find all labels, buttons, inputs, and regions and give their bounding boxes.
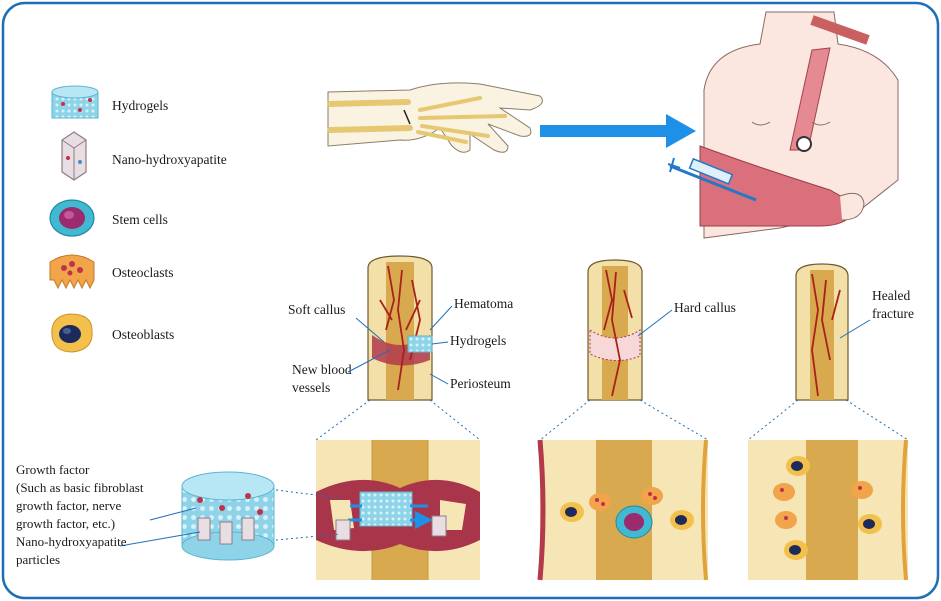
hydrogel-implant bbox=[407, 335, 433, 353]
legend-nano-hydroxyapatite-label: Nano-hydroxyapatite bbox=[112, 152, 227, 167]
hematoma-label: Hematoma bbox=[454, 296, 513, 311]
nano-hydroxyapatite-particles-label-line1: Nano-hydroxyapatite bbox=[16, 534, 127, 549]
zoom-panel-healed bbox=[748, 439, 908, 581]
syringe-icon bbox=[667, 157, 757, 202]
osteoclast bbox=[589, 487, 663, 511]
hydrogels-label: Hydrogels bbox=[450, 333, 506, 348]
stem-cell-icon bbox=[49, 199, 95, 237]
legend: Hydrogels Nano-hydroxyapatite Stem cells… bbox=[49, 85, 227, 353]
legend-hydrogels-label: Hydrogels bbox=[112, 98, 168, 113]
healed-fracture-label-line1: Healed bbox=[872, 288, 910, 303]
zoom-guides bbox=[315, 399, 909, 441]
periosteum-label: Periosteum bbox=[450, 376, 511, 391]
hard-callus-bone bbox=[587, 259, 643, 401]
nano-hydroxyapatite-particles-label-line2: particles bbox=[16, 552, 60, 567]
hydrogel-icon bbox=[51, 85, 99, 119]
legend-osteoclasts-label: Osteoclasts bbox=[112, 265, 174, 280]
new-blood-vessels-label-line2: vessels bbox=[292, 380, 330, 395]
osteoblast bbox=[560, 502, 694, 530]
growth-factor-desc-line3: growth factor, etc.) bbox=[16, 516, 115, 531]
legend-osteoblasts-label: Osteoblasts bbox=[112, 327, 174, 342]
zoom-panel-soft-callus bbox=[316, 440, 480, 580]
fractured-hand-illustration bbox=[327, 82, 543, 153]
osteoblast bbox=[784, 456, 882, 560]
patient-with-sling-illustration bbox=[699, 11, 899, 239]
treatment-arrow bbox=[540, 114, 696, 148]
soft-callus-bone bbox=[367, 255, 433, 401]
soft-callus-label: Soft callus bbox=[288, 302, 345, 317]
legend-stem-cells-label: Stem cells bbox=[112, 212, 168, 227]
growth-factor-label: Growth factor bbox=[16, 462, 90, 477]
osteoclast-icon bbox=[49, 254, 95, 290]
healed-bone bbox=[795, 263, 849, 401]
stem-cell bbox=[615, 505, 653, 539]
hard-callus-label: Hard callus bbox=[674, 300, 736, 315]
nano-hydroxyapatite-icon bbox=[61, 131, 87, 181]
new-blood-vessels-label-line1: New blood bbox=[292, 362, 352, 377]
healed-fracture-label-line2: fracture bbox=[872, 306, 914, 321]
osteoclast bbox=[773, 481, 873, 529]
hydrogel-scaffold-illustration bbox=[181, 471, 275, 561]
growth-factor-desc-line1: (Such as basic fibroblast bbox=[16, 480, 144, 495]
osteoblast-icon bbox=[51, 313, 93, 353]
nano-hydroxyapatite-particle bbox=[335, 515, 447, 541]
zoom-panel-hard-callus bbox=[537, 439, 708, 581]
growth-factor-desc-line2: growth factor, nerve bbox=[16, 498, 121, 513]
